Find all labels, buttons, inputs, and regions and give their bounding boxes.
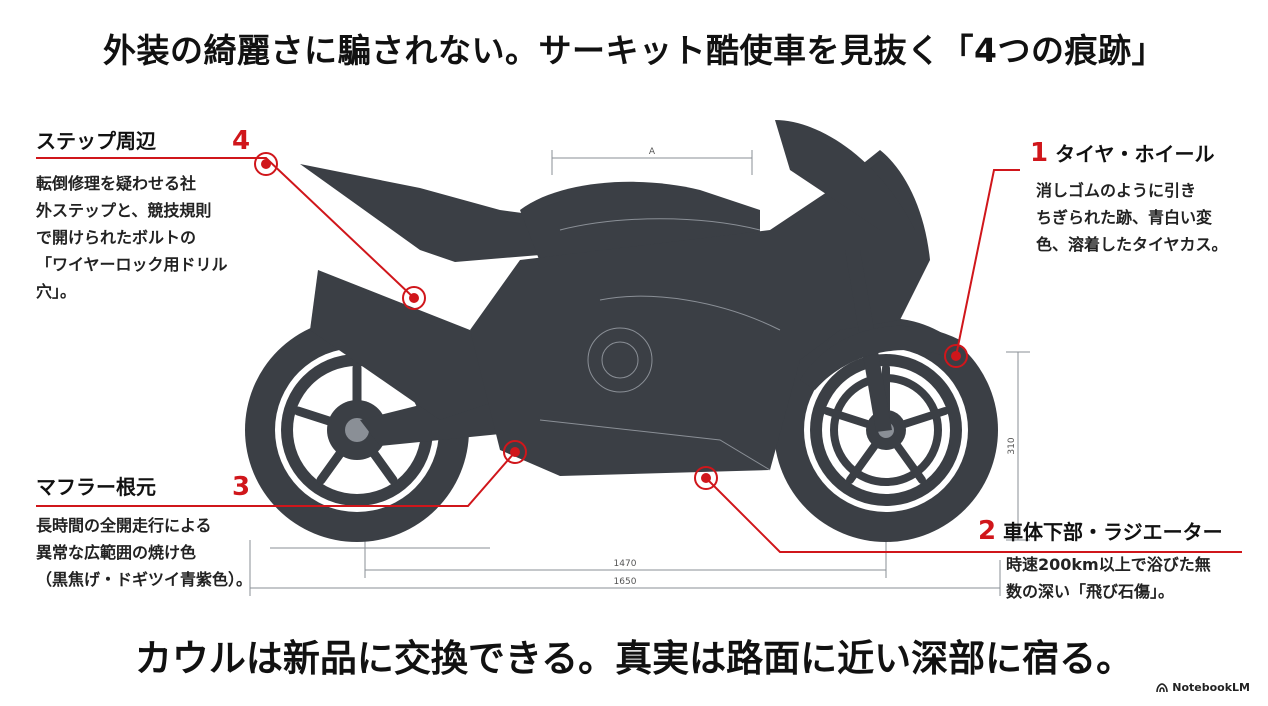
notebooklm-logo-text: NotebookLM xyxy=(1172,681,1250,694)
notebooklm-icon xyxy=(1156,682,1169,692)
callout-3-heading: マフラー根元 xyxy=(36,475,156,499)
dimension-label-wheelbase: 1470 xyxy=(614,559,637,569)
callout-3-body: 長時間の全開走行による 異常な広範囲の焼け色 （黒焦げ・ドギツイ青紫色）。 xyxy=(36,516,253,589)
callout-markers xyxy=(254,152,968,490)
callout-2-body: 時速200km以上で浴びた無 数の深い「飛び石傷」。 xyxy=(1006,555,1211,601)
callout-1-heading: タイヤ・ホイール xyxy=(1055,142,1215,166)
motorcycle-body xyxy=(300,120,960,476)
callout-step: ステップ周辺 4 転倒修理を疑わせる社 外ステップと、競技規則 で開けられたボル… xyxy=(36,128,268,305)
callout-2-number: 2 xyxy=(978,516,997,546)
dimension-lines xyxy=(249,150,1030,596)
dimension-label-height: 310 xyxy=(1007,437,1017,454)
callout-underbody-radiator: 2 車体下部・ラジエーター 時速200km以上で浴びた無 数の深い「飛び石傷」。 xyxy=(978,518,1248,605)
callout-3-number: 3 xyxy=(232,472,251,502)
callout-leader-lines xyxy=(36,157,1242,553)
callout-1-body: 消しゴムのように引き ちぎられた跡、青白い変 色、溶着したタイヤカス。 xyxy=(1036,181,1228,254)
callout-1-number: 1 xyxy=(1030,138,1049,168)
notebooklm-logo: NotebookLM xyxy=(1156,681,1250,694)
callout-2-heading: 車体下部・ラジエーター xyxy=(1003,520,1223,544)
page-title: 外装の綺麗さに騙されない。サーキット酷使車を見抜く「4つの痕跡」 xyxy=(103,31,1165,70)
callout-4-number: 4 xyxy=(232,126,251,156)
callout-tire-wheel: 1 タイヤ・ホイール 消しゴムのように引き ちぎられた跡、青白い変 色、溶着した… xyxy=(1030,140,1250,258)
page-subtitle: カウルは新品に交換できる。真実は路面に近い深部に宿る。 xyxy=(134,637,1134,680)
dimension-label-top: A xyxy=(649,147,656,157)
callout-4-body: 転倒修理を疑わせる社 外ステップと、競技規則 で開けられたボルトの 「ワイヤーロ… xyxy=(36,174,228,301)
dimension-label-length: 1650 xyxy=(614,577,637,587)
callout-4-heading: ステップ周辺 xyxy=(36,129,156,153)
callout-muffler: マフラー根元 3 長時間の全開走行による 異常な広範囲の焼け色 （黒焦げ・ドギツ… xyxy=(36,474,276,593)
